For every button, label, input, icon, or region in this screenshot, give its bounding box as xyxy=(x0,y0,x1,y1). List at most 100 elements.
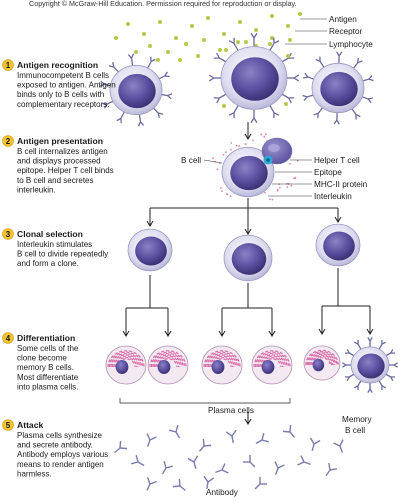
antibody-icon xyxy=(243,455,259,471)
receptor-icon xyxy=(214,94,227,103)
antigen-dot xyxy=(196,54,200,58)
interleukin-dot xyxy=(223,154,225,156)
step-text-line: means to render antigen xyxy=(17,460,104,469)
antigen-dot xyxy=(254,28,258,32)
interleukin-dot xyxy=(217,169,219,171)
label-memory-b-cell: B cell xyxy=(345,426,365,435)
antigen-dot xyxy=(190,24,194,28)
receptor-icon xyxy=(209,75,222,81)
step2-antigen-presentation xyxy=(212,133,298,200)
antigen-dot xyxy=(126,22,130,26)
step-title: Antigen recognition xyxy=(17,60,98,70)
interleukin-dot xyxy=(271,199,273,201)
step-4: 4DifferentiationSome cells of theclone b… xyxy=(3,333,79,392)
step-text-line: Plasma cells synthesize xyxy=(17,431,102,440)
antibody-icon xyxy=(271,462,285,477)
step-text-line: harmless. xyxy=(17,469,52,478)
nucleus xyxy=(320,72,357,106)
receptor-icon xyxy=(229,106,238,119)
nucleus xyxy=(262,360,275,374)
label-b-cell: B cell xyxy=(181,156,201,165)
nucleus xyxy=(158,360,171,374)
nucleus xyxy=(232,243,267,275)
label-memory: Memory xyxy=(342,415,372,424)
step-text-line: and displays processed xyxy=(17,157,101,166)
step-number: 5 xyxy=(6,421,11,430)
nucleus xyxy=(323,231,355,260)
interleukin-dot xyxy=(252,139,254,141)
antibody-icon xyxy=(298,456,313,470)
antibody-icon xyxy=(252,477,268,493)
receptor-icon xyxy=(161,94,172,99)
antigen-dot xyxy=(218,48,222,52)
interleukin-dot xyxy=(226,193,228,195)
step-text-line: Antibody employs various xyxy=(17,450,108,459)
antigen-dot xyxy=(206,16,210,20)
antigen-dot xyxy=(142,32,146,36)
step-number: 4 xyxy=(6,334,11,343)
antibody-icon xyxy=(143,434,157,449)
step-title: Differentiation xyxy=(17,333,75,343)
step-title: Attack xyxy=(17,420,43,430)
memory-b-cell xyxy=(342,337,397,392)
step-text-line: interleukin. xyxy=(17,185,56,194)
step-title: Antigen presentation xyxy=(17,136,103,146)
label-lymphocyte: Lymphocyte xyxy=(329,40,373,49)
receptor-icon xyxy=(148,57,156,68)
antigen-dot xyxy=(148,44,152,48)
nucleus xyxy=(230,156,267,190)
nucleus xyxy=(118,74,155,108)
step-text-line: exposed to antigen. Antigen xyxy=(17,81,116,90)
epitope xyxy=(266,158,270,162)
receptor-icon xyxy=(316,57,324,68)
step-number: 3 xyxy=(6,230,11,239)
receptor-icon xyxy=(354,340,361,349)
interleukin-dot xyxy=(264,192,266,194)
copyright-notice: Copyright © McGraw-Hill Education. Permi… xyxy=(29,0,297,8)
antigen-dot xyxy=(134,50,138,54)
step-text-line: Most differentiate xyxy=(17,373,79,382)
receptor-icon xyxy=(270,106,279,119)
step-text-line: Interleukin stimulates xyxy=(17,240,92,249)
interleukin-dot xyxy=(236,145,238,147)
antigen-dot xyxy=(270,14,274,18)
step-3: 3Clonal selectionInterleukin stimulatesB… xyxy=(3,229,109,269)
receptor-icon xyxy=(138,115,143,126)
step-text-line: complementary receptors. xyxy=(17,100,109,109)
antibody-icon xyxy=(334,440,348,455)
nucleus xyxy=(313,359,325,372)
antigen-dot xyxy=(114,36,118,40)
step-text-line: Some cells of the xyxy=(17,344,79,353)
step4-plasma-and-memory-cells xyxy=(106,337,398,392)
step-text-line: Immunocompetent B cells xyxy=(17,71,109,80)
receptor-icon xyxy=(386,374,395,381)
interleukin-dot xyxy=(286,186,288,188)
interleukin-dot xyxy=(295,177,297,179)
receptor-icon xyxy=(109,62,119,72)
interleukin-dot xyxy=(269,198,271,200)
antibody-icon xyxy=(158,461,173,476)
antigen-dot xyxy=(158,20,162,24)
antibody-icon xyxy=(322,463,337,479)
receptor-icon xyxy=(386,349,395,356)
nucleus xyxy=(231,57,279,101)
receptor-icon xyxy=(282,94,295,103)
step-title: Clonal selection xyxy=(17,229,83,239)
antibody-icon xyxy=(214,464,229,478)
step-5: 5AttackPlasma cells synthesizeand secret… xyxy=(3,420,109,479)
label-mhc-ii-protein: MHC-II protein xyxy=(314,180,368,189)
receptor-icon xyxy=(345,349,354,356)
receptor-icon xyxy=(353,58,362,68)
antibody-icon xyxy=(196,439,211,455)
receptor-icon xyxy=(352,109,360,120)
label-antigen: Antigen xyxy=(329,15,357,24)
receptor-icon xyxy=(153,108,163,118)
label-plasma-cells: Plasma cells xyxy=(208,406,254,415)
interleukin-dot xyxy=(260,134,262,136)
interleukin-dot xyxy=(265,133,267,135)
plasma-cell-3 xyxy=(202,346,242,384)
receptor-icon xyxy=(368,337,372,347)
receptor-icon xyxy=(251,110,257,123)
antibody-icon xyxy=(283,425,298,441)
step-text-line: and form a clone. xyxy=(17,259,79,268)
